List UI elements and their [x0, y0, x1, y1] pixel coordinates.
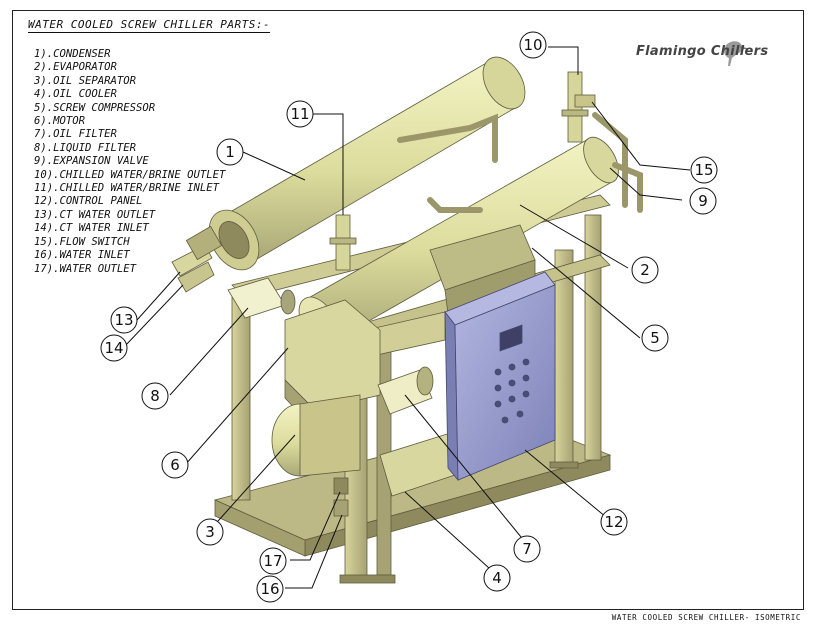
condenser: [208, 56, 526, 271]
parts-list-title: WATER COOLED SCREW CHILLER PARTS:-: [28, 18, 271, 33]
liquid-filter: [227, 277, 296, 319]
callout-2: 2: [631, 256, 659, 284]
control-panel: [444, 271, 556, 482]
callout-1: 1: [216, 138, 244, 166]
callout-8: 8: [141, 382, 169, 410]
part-item: 4).OIL COOLER: [34, 88, 117, 101]
part-item: 1).CONDENSER: [34, 48, 111, 60]
parts-list: 1).CONDENSER 2).EVAPORATOR 3).OIL SEPARA…: [34, 48, 225, 276]
leader-lines: [123, 46, 691, 589]
callout-circle: [100, 334, 128, 362]
callout-circle: [196, 518, 224, 546]
callout-number: 5: [650, 329, 660, 347]
part-item: 10).CHILLED WATER/BRINE OUTLET: [34, 168, 226, 181]
refrigerant-piping: [397, 112, 643, 213]
callout-number: 3: [205, 523, 215, 541]
part-item: 16).WATER INLET: [34, 249, 130, 262]
part-item: 7).OIL FILTER: [34, 128, 117, 141]
part-item: 15).FLOW SWITCH: [34, 235, 130, 248]
callout-number: 8: [150, 387, 160, 405]
callout-17: 17: [259, 547, 287, 575]
callout-number: 15: [694, 161, 713, 179]
part-item: 3).OIL SEPARATOR: [34, 74, 137, 87]
callout-5: 5: [641, 324, 669, 352]
callout-14: 14: [100, 334, 128, 362]
callout-circle: [519, 31, 547, 59]
callout-number: 12: [604, 513, 623, 531]
callout-number: 6: [170, 456, 180, 474]
callout-circle: [513, 535, 541, 563]
callout-circle: [141, 382, 169, 410]
callout-number: 7: [522, 540, 532, 558]
callout-3: 3: [196, 518, 224, 546]
water-inlet-outlet: [333, 477, 349, 517]
oil-filter: [377, 366, 434, 415]
part-item: 6).MOTOR: [34, 115, 86, 128]
part-item: 9).EXPANSION VALVE: [34, 155, 149, 168]
callout-number: 16: [260, 580, 279, 598]
part-item: 12).CONTROL PANEL: [34, 195, 143, 208]
callout-circle: [689, 187, 717, 215]
callout-number: 9: [698, 192, 708, 210]
callout-circle: [259, 547, 287, 575]
brand-logo-text: Flamingo Chillers: [636, 44, 769, 59]
callout-circle: [161, 451, 189, 479]
callout-circle: [641, 324, 669, 352]
callout-15: 15: [690, 156, 718, 184]
part-item: 8).LIQUID FILTER: [34, 141, 137, 154]
flamingo-bird-icon: [724, 41, 750, 66]
callout-number: 10: [523, 36, 542, 54]
callout-number: 13: [114, 311, 133, 329]
callout-circle: [286, 100, 314, 128]
callout-12: 12: [600, 508, 628, 536]
part-item: 5).SCREW COMPRESSOR: [34, 101, 156, 114]
part-item: 14).CT WATER INLET: [34, 222, 149, 235]
callout-number: 14: [104, 339, 123, 357]
callout-7: 7: [513, 535, 541, 563]
callout-16: 16: [256, 575, 284, 603]
callout-number: 17: [263, 552, 282, 570]
callout-circle: [483, 564, 511, 592]
callout-circle: [631, 256, 659, 284]
callout-13: 13: [110, 306, 138, 334]
chilled-water-nozzles: [329, 71, 596, 271]
callout-number: 11: [290, 105, 309, 123]
callout-6: 6: [161, 451, 189, 479]
callout-circle: [110, 306, 138, 334]
callout-4: 4: [483, 564, 511, 592]
callout-number: 1: [225, 143, 235, 161]
oil-separator: [271, 394, 361, 477]
drawing-caption: WATER COOLED SCREW CHILLER- ISOMETRIC: [611, 613, 801, 622]
part-item: 13).CT WATER OUTLET: [34, 208, 156, 221]
callout-circle: [600, 508, 628, 536]
callout-circle: [256, 575, 284, 603]
callout-9: 9: [689, 187, 717, 215]
callout-circle: [690, 156, 718, 184]
callout-number: 4: [492, 569, 502, 587]
part-item: 17).WATER OUTLET: [34, 262, 137, 275]
part-item: 2).EVAPORATOR: [34, 61, 117, 74]
callout-11: 11: [286, 100, 314, 128]
drawing-border: [12, 10, 804, 610]
callout-number: 2: [640, 261, 650, 279]
ct-water-pipes: [171, 225, 223, 293]
part-item: 11).CHILLED WATER/BRINE INLET: [34, 182, 219, 195]
callout-10: 10: [519, 31, 547, 59]
callout-circle: [216, 138, 244, 166]
